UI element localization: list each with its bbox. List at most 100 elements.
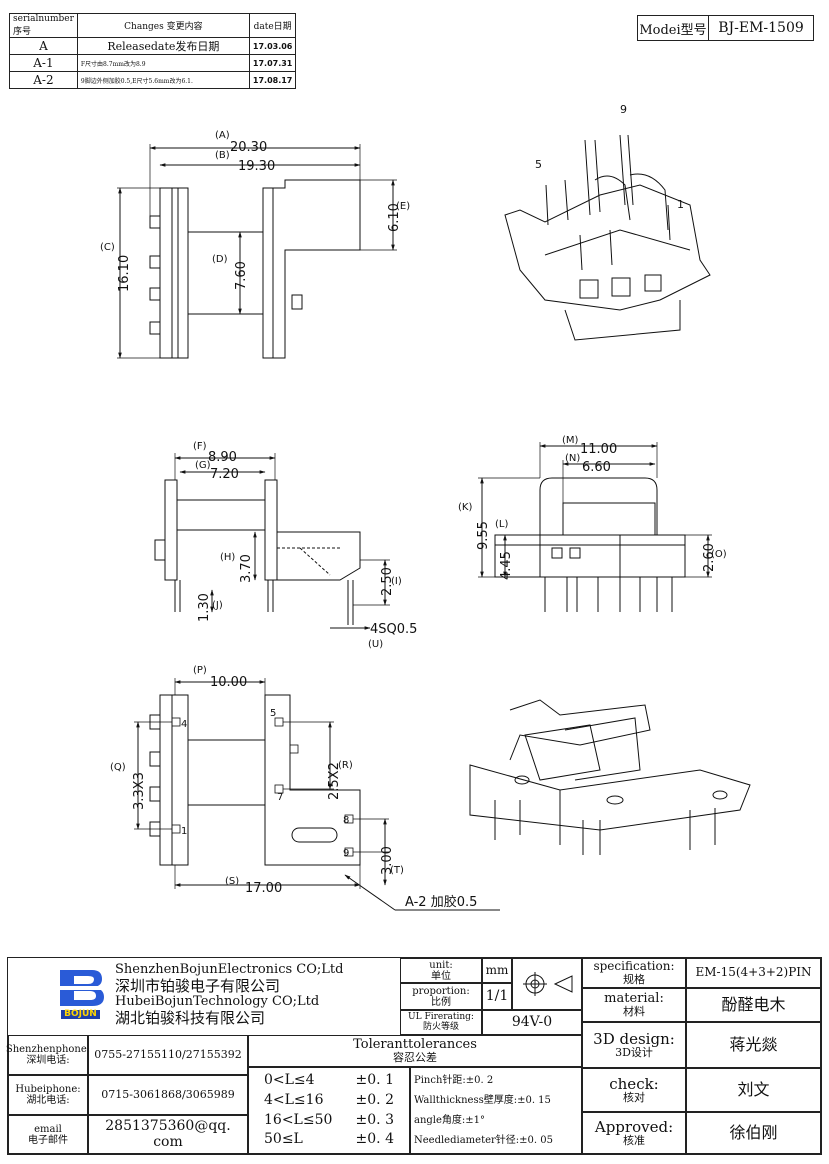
dim-value: 9.55 bbox=[476, 521, 491, 550]
pin-label: 9 bbox=[343, 848, 349, 859]
material-value: 酚醛电木 bbox=[686, 988, 821, 1022]
ul-label-cn: 防火等级 bbox=[422, 1021, 459, 1032]
dim-value: 3.00 bbox=[380, 846, 395, 875]
spec-label-cn: 规格 bbox=[623, 972, 645, 986]
dim-label: (B) bbox=[215, 150, 230, 161]
tol-range: 4<L≤16 bbox=[264, 1091, 324, 1108]
technical-drawing: (A) 20.30 (B) 19.30 (C) 16.10 (D) 7.60 (… bbox=[100, 103, 751, 911]
dim-label: (G) bbox=[195, 460, 211, 471]
iso-view-bottom bbox=[469, 699, 751, 855]
email-label: email bbox=[34, 1123, 62, 1135]
ul-label-cell: UL Firerating: 防火等级 bbox=[400, 1010, 482, 1035]
dim-value: 4SQ0.5 bbox=[370, 622, 417, 637]
tolerance-notes: Pinch针距:±0. 2 Wallthickness壁厚度:±0. 15 an… bbox=[410, 1067, 582, 1154]
bottom-view bbox=[134, 678, 500, 911]
unit-value: mm bbox=[482, 958, 512, 983]
dim-value: 17.00 bbox=[245, 881, 282, 896]
unit-label-cell: unit: 单位 bbox=[400, 958, 482, 983]
design-value: 蒋光燚 bbox=[686, 1022, 821, 1068]
iso-pin-label: 5 bbox=[535, 158, 542, 171]
unit-label-cn: 单位 bbox=[431, 970, 451, 982]
email-label-cn: 电子邮件 bbox=[28, 1134, 68, 1146]
dim-label: (H) bbox=[220, 552, 235, 563]
dim-label: (S) bbox=[225, 876, 239, 887]
revision-table: serialnumber序号 Changes 变更内容 date日期 A Rel… bbox=[9, 13, 297, 89]
rev-change: Releasedate发布日期 bbox=[76, 37, 250, 55]
email-value: 2851375360@qq. com bbox=[88, 1115, 248, 1154]
dim-value: 3.70 bbox=[239, 554, 254, 583]
dim-value: 20.30 bbox=[230, 140, 267, 155]
company-cn-2: 湖北铂骏科技有限公司 bbox=[115, 1009, 266, 1028]
dim-label: (E) bbox=[396, 201, 410, 212]
check-label: check: bbox=[609, 1074, 659, 1093]
check-label-cn: 核对 bbox=[623, 1091, 645, 1105]
hb-phone: 0715-3061868/3065989 bbox=[88, 1075, 248, 1115]
pin-label: 8 bbox=[343, 815, 349, 826]
dim-label: (U) bbox=[368, 639, 383, 650]
dim-value: 6.60 bbox=[582, 460, 611, 475]
tolerance-title: Toleranttolerances bbox=[353, 1036, 477, 1052]
check-value: 刘文 bbox=[686, 1068, 821, 1112]
tol-value: ±0. 1 bbox=[355, 1072, 394, 1089]
dim-value: 11.00 bbox=[580, 442, 617, 457]
dim-label: (F) bbox=[193, 441, 207, 452]
approved-label-cn: 核准 bbox=[623, 1134, 645, 1148]
rev-serial: A-2 bbox=[9, 71, 78, 89]
company-en-2: HubeiBojunTechnology CO;Ltd bbox=[115, 994, 320, 1010]
note-text: A-2 加胶0.5 bbox=[405, 894, 477, 910]
needle-tolerance: Needlediameter针径:±0. 05 bbox=[414, 1134, 553, 1146]
model-label: Modei型号 bbox=[638, 16, 709, 40]
dim-label: (T) bbox=[390, 865, 404, 876]
approved-value: 徐伯刚 bbox=[686, 1112, 821, 1154]
pin-label: 7 bbox=[277, 792, 283, 803]
tolerance-title-cn: 容忍公差 bbox=[393, 1051, 437, 1065]
dim-label: (N) bbox=[565, 453, 580, 464]
dim-value: 2.5X2 bbox=[327, 762, 342, 800]
dim-value: 16.10 bbox=[117, 255, 132, 292]
ul-label: UL Firerating: bbox=[408, 1011, 474, 1022]
tol-value: ±0. 2 bbox=[355, 1091, 394, 1108]
sz-phone-label-cell: Shenzhenphone: 深圳电话: bbox=[6, 1035, 90, 1075]
pin-label: 4 bbox=[181, 719, 187, 730]
unit-label: unit: bbox=[429, 959, 453, 971]
material-label-cell: material: 材料 bbox=[582, 988, 686, 1022]
tol-range: 16<L≤50 bbox=[264, 1111, 333, 1128]
dim-label: (O) bbox=[711, 549, 727, 560]
dim-value: 7.20 bbox=[210, 467, 239, 482]
side-view bbox=[154, 453, 390, 630]
bojun-logo-icon: BOJUN bbox=[53, 966, 108, 1021]
company-en-1: ShenzhenBojunElectronics CO;Ltd bbox=[115, 962, 344, 977]
dimension-labels: (A) 20.30 (B) 19.30 (C) 16.10 (D) 7.60 (… bbox=[100, 103, 727, 910]
proportion-label: proportion: bbox=[412, 985, 470, 997]
dim-label: (L) bbox=[495, 519, 508, 530]
dim-label: (C) bbox=[100, 242, 115, 253]
tol-range: 0<L≤4 bbox=[264, 1072, 315, 1089]
end-view bbox=[478, 442, 712, 612]
dim-value: 3.3X3 bbox=[132, 772, 147, 810]
tolerance-title-cell: Toleranttolerances 容忍公差 bbox=[248, 1035, 582, 1067]
tol-range: 50≤L bbox=[264, 1131, 303, 1148]
email-label-cell: email 电子邮件 bbox=[8, 1115, 88, 1154]
design-label-cell: 3D design: 3D设计 bbox=[582, 1022, 686, 1068]
check-label-cell: check: 核对 bbox=[582, 1068, 686, 1112]
approved-label-cell: Approved: 核准 bbox=[582, 1112, 686, 1154]
angle-tolerance: angle角度:±1° bbox=[414, 1114, 486, 1126]
pin-label: 5 bbox=[270, 708, 276, 719]
proportion-value: 1/1 bbox=[482, 983, 512, 1010]
rev-header-serial: serialnumber序号 bbox=[9, 13, 78, 38]
model-value: BJ-EM-1509 bbox=[718, 20, 804, 36]
proportion-label-cell: proportion: 比例 bbox=[400, 983, 482, 1010]
dim-value: 10.00 bbox=[210, 675, 247, 690]
tol-value: ±0. 3 bbox=[355, 1111, 394, 1128]
dim-label: (M) bbox=[562, 435, 579, 446]
proportion-label-cn: 比例 bbox=[431, 996, 451, 1008]
tolerance-row: 4<L≤16 ±0. 2 bbox=[264, 1091, 394, 1108]
spec-label-cell: specification: 规格 bbox=[582, 958, 686, 988]
ul-value: 94V-0 bbox=[482, 1010, 582, 1035]
iso-pin-label: 1 bbox=[677, 198, 684, 211]
hb-phone-label-cn: 湖北电话: bbox=[26, 1095, 70, 1106]
dim-label: (P) bbox=[193, 665, 207, 676]
spec-value: EM-15(4+3+2)PIN bbox=[686, 958, 821, 988]
front-view bbox=[117, 144, 397, 359]
sz-phone-label-cn: 深圳电话: bbox=[26, 1055, 70, 1066]
